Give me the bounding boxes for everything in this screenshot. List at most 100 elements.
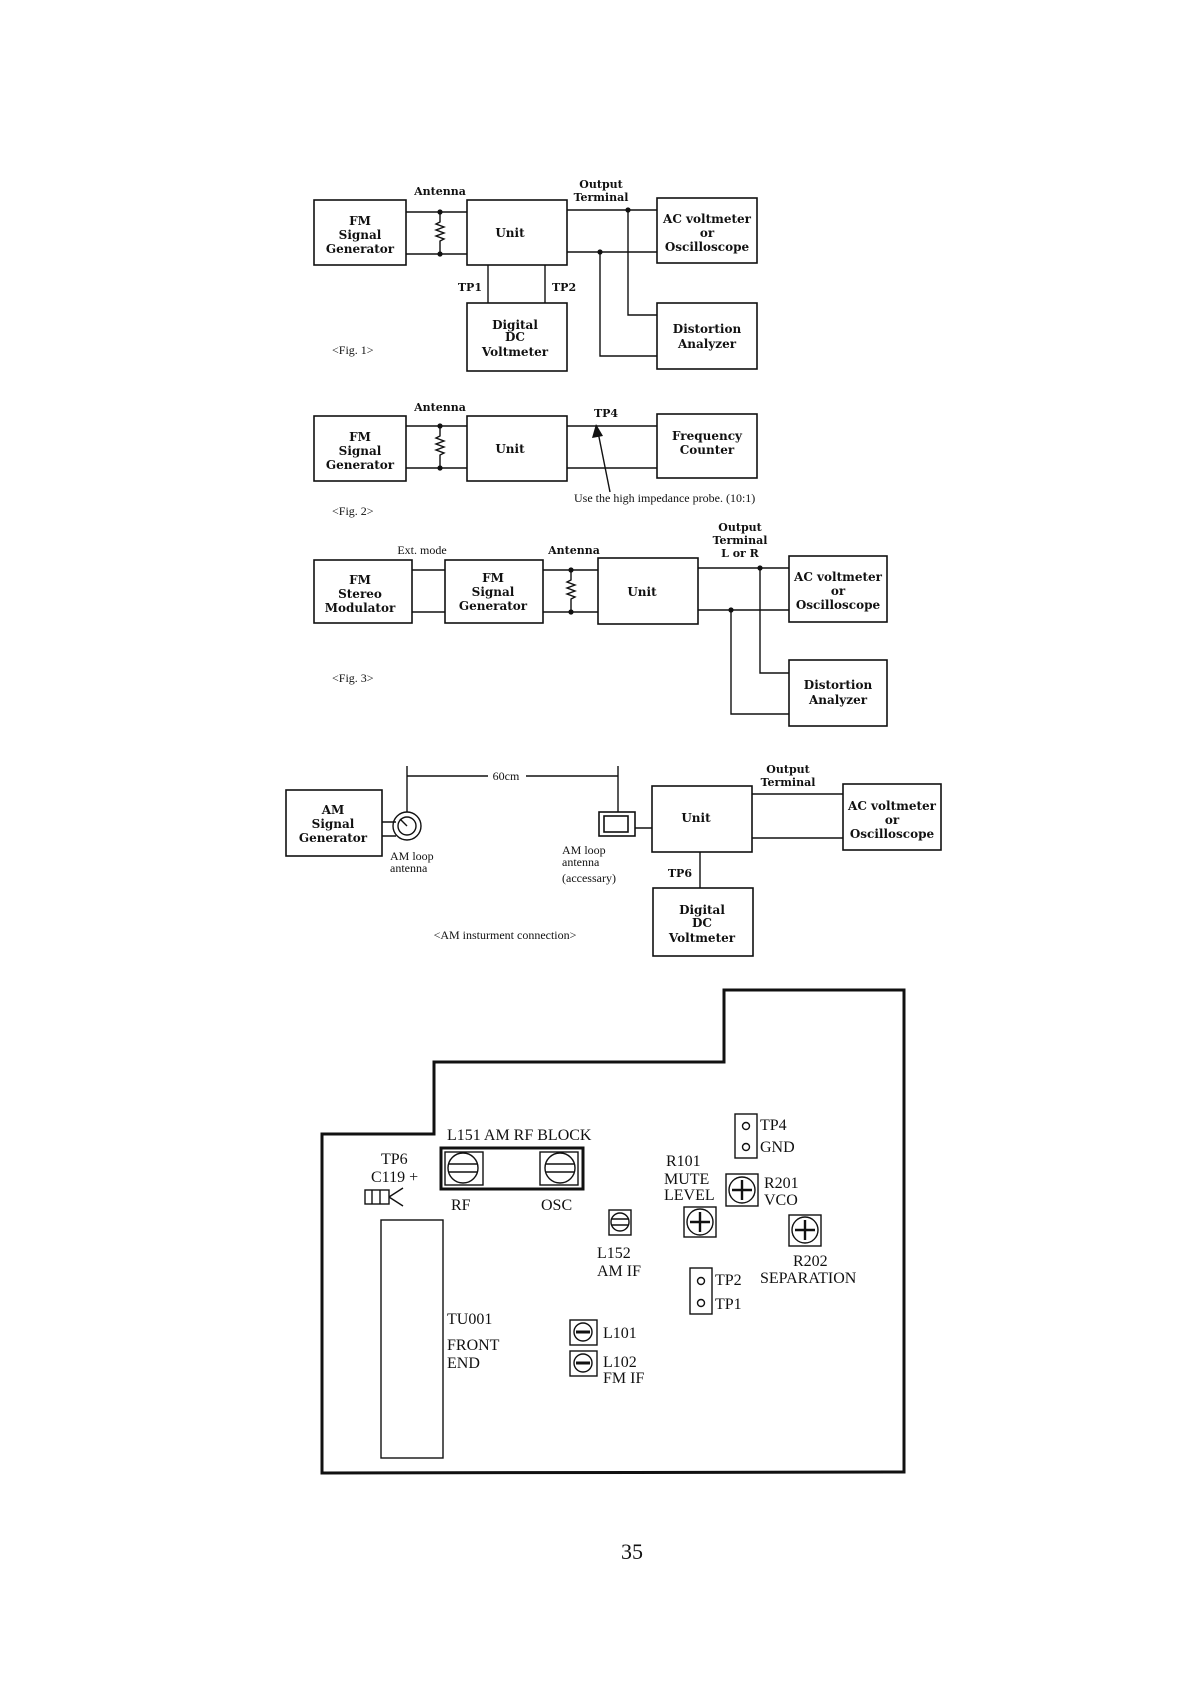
fig1-fm-sg-line1: FM (349, 214, 371, 228)
am-unit-box (651, 785, 753, 853)
fig3-unit-label: Unit (627, 585, 657, 599)
am-ac-line2: or (885, 813, 900, 827)
fig1-dvm-line2: DC (505, 330, 525, 344)
pcb-l152-label: L152 (597, 1245, 631, 1262)
fig1-ac-line2: or (700, 226, 715, 240)
pcb-l151-title: L151 AM RF BLOCK (447, 1127, 592, 1144)
fig1-resistor (434, 212, 446, 254)
am-ac-line1: AC voltmeter (847, 799, 937, 813)
pcb-mute-label: MUTE (664, 1171, 709, 1188)
fig3-caption: <Fig. 3> (332, 671, 374, 685)
am-ac-line3: Oscilloscope (850, 827, 935, 841)
fig1-diagram: FM Signal Generator Antenna Unit Output … (313, 178, 758, 372)
am-connection-diagram: AM Signal Generator AM loop antenna 60cm… (285, 763, 942, 957)
fig3-stereo-line3: Modulator (325, 601, 396, 615)
am-caption: <AM insturment connection> (434, 928, 577, 942)
am-loop-right-line1: AM loop (562, 843, 606, 857)
fig2-antenna-lines (406, 425, 467, 469)
fig2-resistor (434, 426, 446, 468)
pcb-l102-label: L102 (603, 1354, 637, 1371)
fig3-output-label2: Terminal (713, 534, 768, 547)
page-number: 35 (621, 1539, 643, 1564)
fig1-tp-lines (487, 265, 546, 303)
fig1-output-label1: Output (579, 178, 623, 191)
am-dvm-line3: Voltmeter (668, 931, 736, 945)
pcb-rf-coil-icon (447, 1152, 479, 1184)
fig3-ac-line2: or (831, 584, 846, 598)
pcb-r201-label: R201 (764, 1175, 799, 1192)
fig1-fm-sg-line2: Signal (339, 228, 382, 242)
fig3-distortion-lines (730, 568, 789, 715)
am-output-label2: Terminal (761, 776, 816, 789)
fig2-output-lines (567, 425, 657, 469)
fig3-antenna-label: Antenna (547, 544, 600, 557)
am-dvm-line1: Digital (679, 903, 725, 917)
pcb-r202-trimmer-icon (788, 1214, 822, 1247)
fig2-frequency-counter-box (656, 413, 758, 479)
am-ac-voltmeter-box (842, 783, 942, 851)
fig3-fm-sg-line3: Generator (459, 599, 528, 613)
pcb-r101-label: R101 (666, 1153, 701, 1170)
pcb-l101-label: L101 (603, 1325, 637, 1342)
pcb-osc-label: OSC (541, 1197, 572, 1214)
fig1-ac-line3: Oscilloscope (665, 240, 750, 254)
fig1-tp2-label: TP2 (552, 281, 576, 294)
fig2-tp4-label: TP4 (594, 407, 618, 420)
fig1-tp1-label: TP1 (458, 281, 482, 294)
fig2-caption: <Fig. 2> (332, 504, 374, 518)
am-loop-right-line2: antenna (562, 855, 600, 869)
fig3-ext-mode-label: Ext. mode (397, 543, 446, 557)
am-loop-left-line2: antenna (390, 861, 428, 875)
fig3-distortion-box (788, 659, 888, 727)
fig3-ext-mode-lines (412, 569, 445, 613)
fig2-fm-signal-generator-box (313, 415, 407, 482)
am-loop-antenna-right-icon (598, 811, 636, 837)
am-dvm-line2: DC (692, 916, 712, 930)
am-loop-right-line3: (accessary) (562, 871, 616, 885)
fig1-antenna-lines (406, 211, 467, 255)
pcb-am-if-label: AM IF (597, 1263, 641, 1280)
fig3-output-lines (698, 567, 789, 611)
am-signal-generator-box (285, 789, 383, 857)
fig1-fm-sg-line3: Generator (326, 242, 395, 256)
am-loop-left-line1: AM loop (390, 849, 434, 863)
fig1-dist-line1: Distortion (673, 322, 742, 336)
pcb-tp2-label: TP2 (715, 1272, 742, 1289)
pcb-gnd-pin (741, 1142, 751, 1152)
pcb-vco-label: VCO (764, 1192, 798, 1209)
am-tp6-label: TP6 (668, 867, 692, 880)
fig3-fm-signal-generator-box (444, 559, 544, 624)
fig1-ac-voltmeter-box (656, 197, 758, 264)
fig1-distortion-lines (599, 210, 657, 357)
pcb-tp4-gnd-header (734, 1113, 758, 1159)
pcb-tp1-pin (696, 1298, 706, 1308)
fig3-output-label3: L or R (721, 547, 760, 560)
fig1-dist-line2: Analyzer (677, 337, 737, 351)
am-output-label1: Output (766, 763, 810, 776)
pcb-tp2-tp1-header (689, 1267, 713, 1315)
fig1-output-lines (567, 209, 657, 253)
fig3-output-label1: Output (718, 521, 762, 534)
am-distance-ticks (406, 766, 619, 812)
fig3-ac-voltmeter-box (788, 555, 888, 623)
fig2-antenna-label: Antenna (413, 401, 466, 414)
pcb-tp6-label: TP6 (381, 1151, 408, 1168)
fig1-caption: <Fig. 1> (332, 343, 374, 357)
fig2-fm-sg-line2: Signal (339, 444, 382, 458)
am-dvm-box (652, 887, 754, 957)
fig1-antenna-label: Antenna (413, 185, 466, 198)
fig3-unit-box (597, 557, 699, 625)
fig2-unit-box (466, 415, 568, 482)
fig1-unit-box (466, 199, 568, 266)
pcb-c119-label: C119 + (371, 1169, 418, 1186)
pcb-layout: L151 AM RF BLOCK TP6 C119 + RF OSC L152 … (320, 988, 906, 1475)
pcb-r201-trimmer-icon (725, 1173, 759, 1207)
fig3-fm-sg-line1: FM (482, 571, 504, 585)
pcb-c119-capacitor-icon (364, 1187, 404, 1207)
fig3-stereo-modulator-box (313, 559, 413, 624)
fig3-ac-line3: Oscilloscope (796, 598, 881, 612)
fig3-resistor (565, 570, 577, 612)
pcb-tp4-pin (741, 1121, 751, 1131)
